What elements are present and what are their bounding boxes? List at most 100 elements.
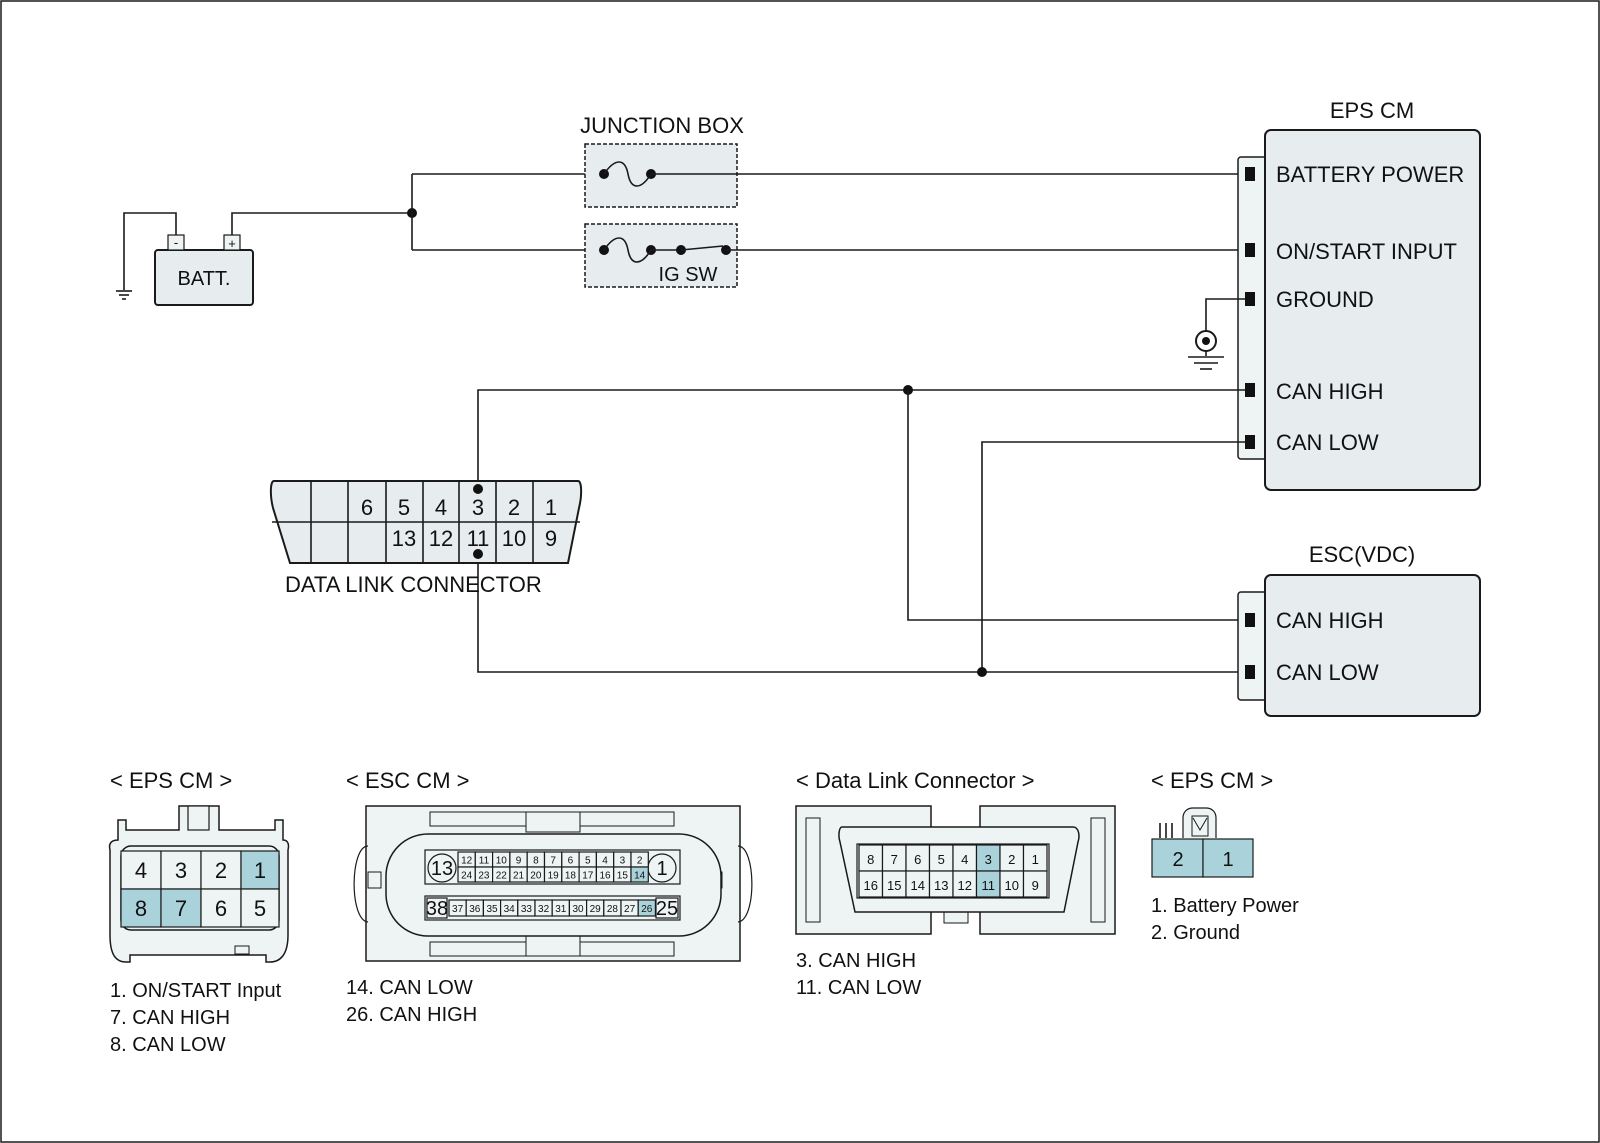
esc-pin-15: 15 — [617, 871, 629, 882]
eps8-pin-6: 6 — [215, 896, 227, 921]
dlc16-pin-9-cell — [1022, 870, 1048, 898]
eps-label-on-start: ON/START INPUT — [1276, 239, 1457, 264]
esc-vdc-connector-body — [1237, 591, 1269, 701]
dlc-pin-4: 4 — [435, 495, 447, 520]
eps-label-can-low: CAN LOW — [1276, 430, 1379, 455]
dlc-pin-6: 6 — [361, 495, 373, 520]
wire-can-high-eps — [477, 389, 1245, 489]
eps2-legend-2: 2. Ground — [1151, 922, 1240, 944]
eps2-pin-2: 2 — [1172, 849, 1183, 871]
dlc16-pin-4: 4 — [961, 852, 968, 867]
dlc16-pin-5: 5 — [938, 852, 945, 867]
battery-body — [154, 249, 254, 306]
esc-pin-37: 37 — [452, 904, 464, 915]
esc-pin-14: 14 — [634, 871, 646, 882]
esc-cm-title: < ESC CM > — [346, 768, 469, 793]
eps-cm-2pin-title: < EPS CM > — [1151, 768, 1273, 793]
eps8-pin-8: 8 — [135, 896, 147, 921]
dlc16-legend-1: 3. CAN HIGH — [796, 950, 916, 972]
esc-label-can-high: CAN HIGH — [1276, 608, 1384, 633]
esc-pin-36: 36 — [469, 904, 481, 915]
esc-label-can-low: CAN LOW — [1276, 660, 1379, 685]
esc-pin-17: 17 — [582, 871, 594, 882]
dlc16-pin-3: 3 — [985, 852, 992, 867]
esc-pin-7: 7 — [550, 856, 556, 867]
eps-label-battery-power: BATTERY POWER — [1276, 162, 1464, 187]
esc-legend-1: 14. CAN LOW — [346, 977, 473, 999]
dlc16-pin-15: 15 — [887, 878, 901, 893]
eps-cm-2pin-connector: 2 1 — [1151, 807, 1254, 878]
dlc16-pin-12: 12 — [958, 878, 972, 893]
fuse1-icon — [603, 161, 652, 187]
esc-pin-38: 38 — [426, 898, 448, 920]
esc-pin-35: 35 — [486, 904, 498, 915]
esc-pin-33: 33 — [521, 904, 533, 915]
esc-pin-20: 20 — [530, 871, 542, 882]
esc-pin-26: 26 — [641, 904, 653, 915]
dlc16-pin-7: 7 — [891, 852, 898, 867]
eps2-legend-1: 1. Battery Power — [1151, 895, 1299, 917]
dlc16-pin-9: 9 — [1032, 878, 1039, 893]
dlc-pin-3: 3 — [472, 495, 484, 520]
battery: - + BATT. — [154, 234, 254, 306]
esc-pin-13: 13 — [431, 858, 453, 880]
esc-pin-32: 32 — [538, 904, 550, 915]
wire-can-high-esc — [907, 390, 1245, 621]
dlc-pin-5: 5 — [398, 495, 410, 520]
dlc-pin3-dot — [473, 484, 483, 494]
dlc16-pin-6: 6 — [914, 852, 921, 867]
esc-pin-2: 2 — [637, 856, 643, 867]
eps8-pin7-highlight — [160, 888, 202, 928]
dlc-pin11-dot — [473, 549, 483, 559]
junction-box-igsw-frame — [584, 223, 738, 288]
dlc-label: DATA LINK CONNECTOR — [285, 572, 542, 597]
eps-pin-ground — [1245, 292, 1255, 306]
esc-pin-10: 10 — [496, 856, 508, 867]
dlc-pin-10: 10 — [502, 526, 526, 551]
dlc-pin-2: 2 — [508, 495, 520, 520]
chassis-ground-icon — [1188, 298, 1245, 370]
esc-pin-27: 27 — [624, 904, 636, 915]
dlc-pin-1: 1 — [545, 495, 557, 520]
eps-pin-canhigh — [1245, 383, 1255, 397]
esc-pin-8: 8 — [533, 856, 539, 867]
dlc-pin-9: 9 — [545, 526, 557, 551]
battery-label: BATT. — [178, 268, 231, 290]
fuse2-icon — [603, 237, 652, 263]
eps8-pin-7: 7 — [175, 896, 187, 921]
igsw-switch-icon — [680, 245, 724, 251]
esc-vdc-title: ESC(VDC) — [1309, 542, 1415, 567]
eps-label-can-high: CAN HIGH — [1276, 379, 1384, 404]
esc-vdc-body — [1264, 574, 1481, 717]
junction-box: IG SW — [584, 143, 1245, 288]
dlc16-pin-14: 14 — [911, 878, 925, 893]
esc-pin-19: 19 — [548, 871, 560, 882]
esc-pin-34: 34 — [504, 904, 516, 915]
dlc16-pin-8: 8 — [867, 852, 874, 867]
eps8-pin-3: 3 — [175, 858, 187, 883]
dlc16-pin-10: 10 — [1005, 878, 1019, 893]
esc-pin-25: 25 — [656, 898, 678, 920]
esc-pin-11: 11 — [479, 856, 490, 867]
dlc-pin-11: 11 — [467, 526, 490, 551]
eps-pin-battery — [1245, 167, 1255, 181]
battery-pos-sign: + — [228, 236, 236, 251]
esc-pin-16: 16 — [599, 871, 611, 882]
eps-cm-body — [1264, 129, 1481, 491]
dlc16-pin-11: 11 — [982, 878, 996, 893]
esc-pin-1: 1 — [656, 858, 667, 880]
esc-pin-18: 18 — [565, 871, 577, 882]
wire-can-low-eps — [981, 441, 1245, 672]
eps8-legend-3: 8. CAN LOW — [110, 1034, 226, 1056]
esc-pin-9: 9 — [516, 856, 522, 867]
esc-pin-29: 29 — [590, 904, 602, 915]
splice-can-low — [977, 667, 987, 677]
esc-pin-28: 28 — [607, 904, 619, 915]
eps-pin-canlow — [1245, 435, 1255, 449]
esc-pin-12: 12 — [461, 856, 473, 867]
